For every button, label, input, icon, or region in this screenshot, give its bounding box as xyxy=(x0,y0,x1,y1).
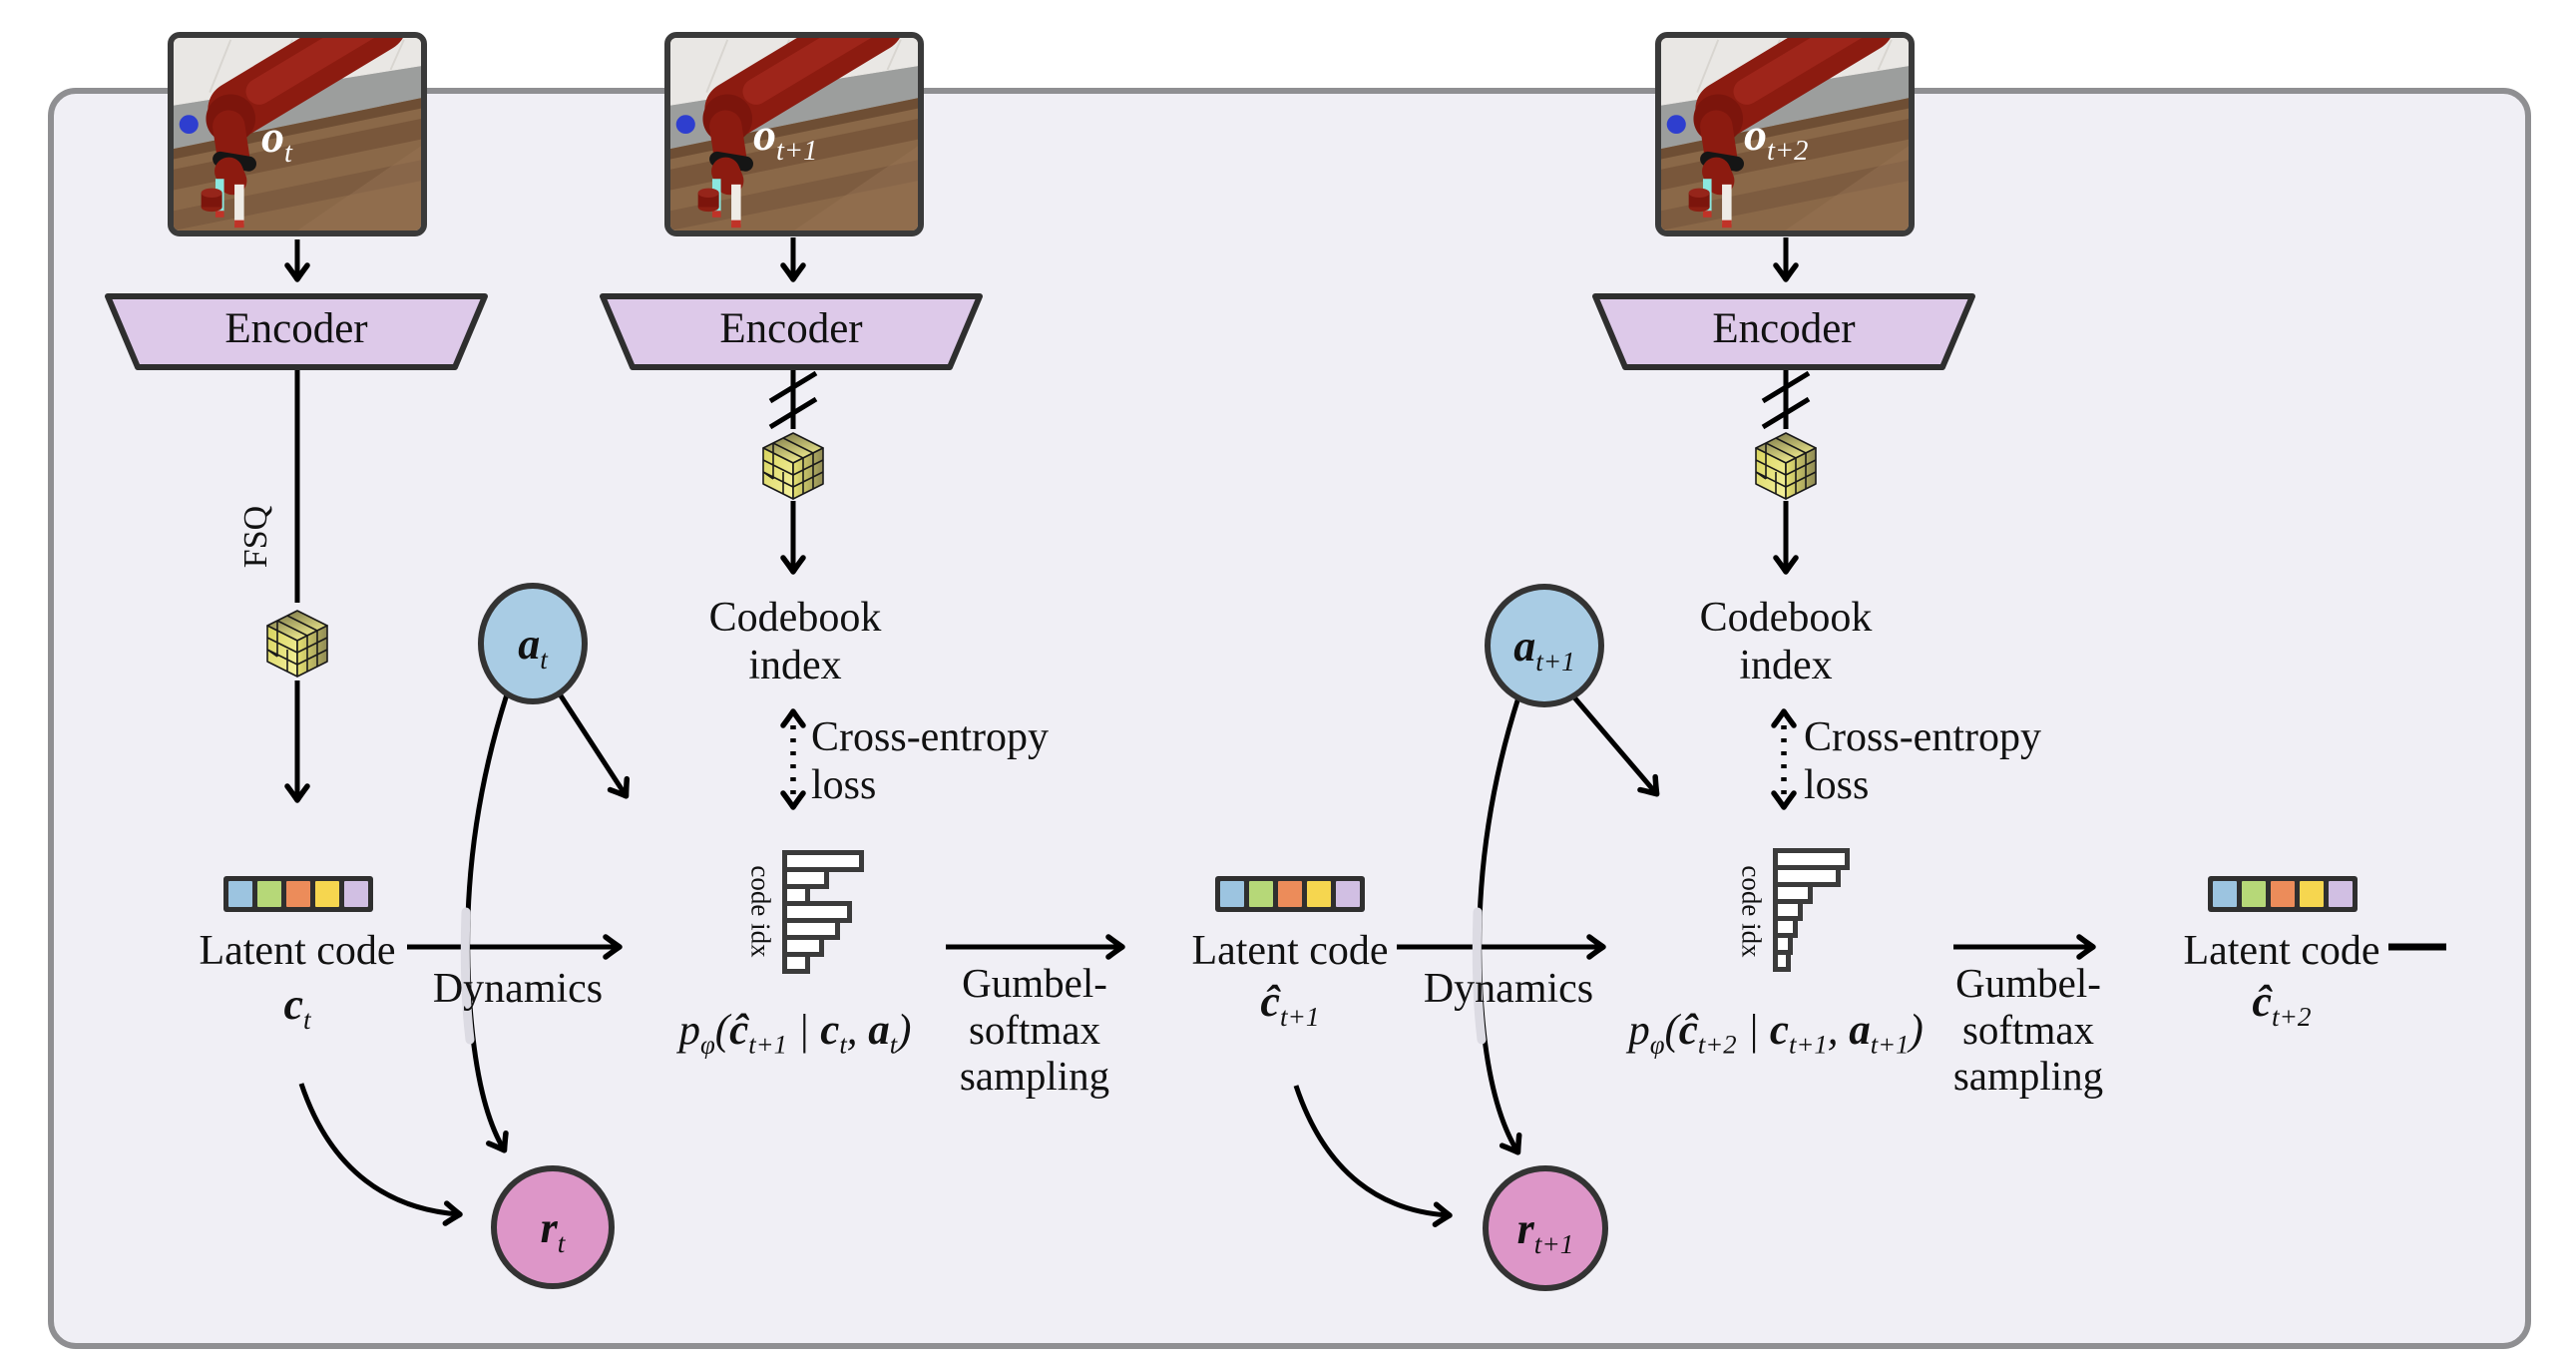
latent-code-cell xyxy=(1278,881,1302,907)
gumbel-softmax-label-1: Gumbel- softmax sampling xyxy=(935,960,1134,1100)
latent-code-cell xyxy=(1249,881,1273,907)
reward-node-t1: rt+1 xyxy=(1483,1165,1608,1291)
latent-code-cell xyxy=(2213,881,2237,907)
latent-code-cell xyxy=(2300,881,2324,907)
loss-word: loss xyxy=(1804,761,1870,808)
cross-entropy-word: Cross-entropy xyxy=(811,714,1049,760)
reward-node-t: rt xyxy=(491,1165,615,1289)
latent-code-strip-t xyxy=(223,876,373,912)
histogram-bar xyxy=(782,952,810,974)
sampling-word: sampling xyxy=(1952,1053,2104,1100)
index-word: index xyxy=(1739,642,1833,688)
latent-code-label-1: Latent code xyxy=(199,928,396,974)
latent-code-label-2: Latent code xyxy=(1191,928,1389,974)
observation-image-t xyxy=(168,32,427,236)
latent-code-strip-t1 xyxy=(1215,876,1365,912)
latent-code-cell xyxy=(344,881,368,907)
latent-code-label-3: Latent code xyxy=(2183,928,2380,974)
latent-code-cell xyxy=(286,881,310,907)
cross-entropy-label-1: Cross-entropy loss xyxy=(811,714,1130,810)
gumbel-word: Gumbel- xyxy=(962,960,1107,1006)
loss-word: loss xyxy=(811,761,877,808)
latent-code-cell xyxy=(315,881,339,907)
latent-code-symbol-3: ĉt+2 xyxy=(2252,977,2312,1032)
codebook-word: Codebook xyxy=(708,595,882,641)
latent-code-cell xyxy=(1307,881,1331,907)
observation-image-t2 xyxy=(1655,32,1915,236)
dynamics-distribution-2: pφ(ĉt+2 | ct+1, at+1) xyxy=(1628,1007,1924,1060)
action-node-t1: at+1 xyxy=(1485,584,1604,707)
latent-code-strip-t2 xyxy=(2208,876,2358,912)
dynamics-label-1: Dynamics xyxy=(432,966,604,1012)
latent-code-cell xyxy=(2242,881,2266,907)
observation-image-t1 xyxy=(664,32,924,236)
action-label-t: at xyxy=(518,619,548,675)
robot-scene xyxy=(174,38,421,230)
latent-code-symbol-1: ct xyxy=(283,980,311,1035)
latent-code-symbol-2: ĉt+1 xyxy=(1260,977,1320,1032)
reward-label-t1: rt+1 xyxy=(1516,1203,1574,1259)
histogram-bar xyxy=(1773,950,1791,972)
code-probability-histogram-1 xyxy=(782,850,864,974)
latent-code-cell xyxy=(228,881,252,907)
encoder-2-label: Encoder xyxy=(719,305,863,352)
cross-entropy-label-2: Cross-entropy loss xyxy=(1804,714,2123,810)
action-label-t1: at+1 xyxy=(1513,621,1575,677)
latent-code-cell xyxy=(1220,881,1244,907)
index-word: index xyxy=(748,642,842,688)
encoder-3-label: Encoder xyxy=(1712,305,1856,352)
code-probability-histogram-2 xyxy=(1773,848,1850,972)
cross-entropy-word: Cross-entropy xyxy=(1804,714,2041,760)
softmax-word: softmax xyxy=(968,1006,1101,1053)
gumbel-word: Gumbel- xyxy=(1955,960,2101,1006)
latent-code-cell xyxy=(2329,881,2353,907)
observation-label-t: ot xyxy=(261,111,292,170)
softmax-word: softmax xyxy=(1961,1006,2095,1053)
action-node-t: at xyxy=(478,583,588,704)
observation-label-t1: ot+1 xyxy=(753,109,818,168)
latent-code-cell xyxy=(1336,881,1360,907)
observation-label-t2: ot+2 xyxy=(1744,109,1809,168)
gumbel-softmax-label-2: Gumbel- softmax sampling xyxy=(1929,960,2128,1100)
encoder-1-label: Encoder xyxy=(224,305,368,352)
latent-code-cell xyxy=(257,881,281,907)
sampling-word: sampling xyxy=(959,1053,1110,1100)
diagram-frame xyxy=(48,88,2531,1349)
dynamics-distribution-1: pφ(ĉt+1 | ct, at) xyxy=(678,1007,912,1060)
code-idx-axis-label-1: code idx xyxy=(745,865,776,958)
codebook-index-label-1: Codebook index xyxy=(645,595,945,690)
latent-code-cell xyxy=(2271,881,2295,907)
code-idx-axis-label-2: code idx xyxy=(1736,865,1767,958)
codebook-index-label-2: Codebook index xyxy=(1636,595,1935,690)
reward-label-t: rt xyxy=(540,1202,566,1258)
codebook-word: Codebook xyxy=(1699,595,1873,641)
fsq-label: FSQ xyxy=(237,505,274,569)
